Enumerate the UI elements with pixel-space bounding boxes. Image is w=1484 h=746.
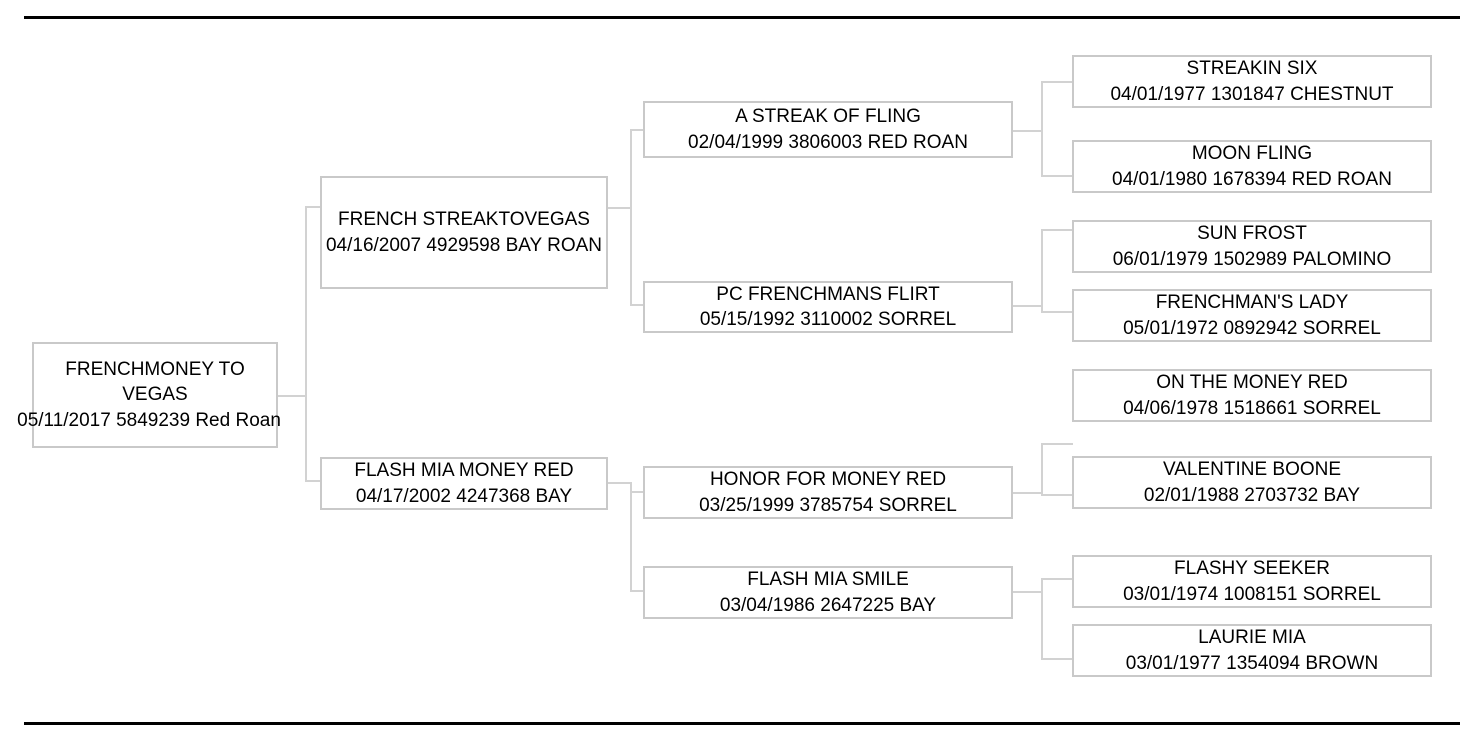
node-sire-sire-name: A STREAK OF FLING [735,106,921,128]
node-sire-dam-name: PC FRENCHMANS FLIRT [716,283,940,305]
connector-sire-bar-lower [630,207,632,306]
node-subject-detail: 05/11/2017 5849239 Red Roan [17,409,281,431]
node-dam-dam-sire-detail: 03/01/1974 1008151 SORREL [1123,583,1381,605]
connector-to-dam-sire [630,491,644,493]
node-sire-sire-dam-name: MOON FLING [1191,143,1313,165]
connector-sire-dam-bar-upper [1041,229,1043,306]
node-sire-detail: 04/16/2007 4929598 BAY ROAN [325,234,603,256]
node-dam-dam-name: FLASH MIA SMILE [747,569,909,591]
connector-sire-sire-bar-lower [1041,130,1043,177]
node-sire-dam-sire-detail: 06/01/1979 1502989 PALOMINO [1112,248,1392,270]
connector-dam-dam-stem [1013,591,1043,593]
connector-to-laurie-mia [1041,658,1073,660]
node-sire-dam-detail: 05/15/1992 3110002 SORREL [699,309,957,330]
node-dam-dam-dam-name: LAURIE MIA [1198,627,1306,649]
connector-dam-stem [608,482,632,484]
node-dam-dam-sire[interactable]: FLASHY SEEKER 03/01/1974 1008151 SORREL [1072,555,1432,608]
connector-to-frenchmans-lady [1041,311,1073,313]
node-sire-dam[interactable]: PC FRENCHMANS FLIRT 05/15/1992 3110002 S… [643,281,1013,333]
connector-to-moon-fling [1041,175,1073,177]
node-sire-sire[interactable]: A STREAK OF FLING 02/04/1999 3806003 RED… [643,101,1013,158]
node-dam-dam[interactable]: FLASH MIA SMILE 03/04/1986 2647225 BAY [643,566,1013,619]
node-dam-sire[interactable]: HONOR FOR MONEY RED 03/25/1999 3785754 S… [643,466,1013,519]
connector-dam-sire-stem [1013,492,1043,494]
node-dam-dam-detail: 03/04/1986 2647225 BAY [719,594,937,616]
connector-subject-stem [277,395,307,397]
node-dam-dam-sire-name: FLASHY SEEKER [1174,558,1330,580]
connector-subject-bar-upper [305,206,307,397]
node-dam[interactable]: FLASH MIA MONEY RED 04/17/2002 4247368 B… [320,457,608,510]
node-subject-name: FRENCHMONEY TO VEGAS [65,359,245,406]
connector-to-dam [305,480,321,482]
node-sire-sire-dam[interactable]: MOON FLING 04/01/1980 1678394 RED ROAN [1072,140,1432,193]
connector-dam-sire-bar-upper [1041,443,1043,493]
node-sire-sire-sire[interactable]: STREAKIN SIX 04/01/1977 1301847 CHESTNUT [1072,55,1432,108]
node-sire-dam-sire[interactable]: SUN FROST 06/01/1979 1502989 PALOMINO [1072,220,1432,273]
node-dam-dam-dam-detail: 03/01/1977 1354094 BROWN [1125,652,1379,674]
connector-sire-bar-upper [630,129,632,208]
connector-to-streakin-six [1041,81,1073,83]
node-sire-dam-dam[interactable]: FRENCHMAN'S LADY 05/01/1972 0892942 SORR… [1072,289,1432,342]
node-sire-sire-sire-name: STREAKIN SIX [1186,58,1318,80]
node-sire-dam-sire-name: SUN FROST [1197,223,1307,245]
node-sire-sire-detail: 02/04/1999 3806003 RED ROAN [688,131,968,153]
bottom-horizontal-rule [24,722,1460,725]
node-dam-sire-name: HONOR FOR MONEY RED [709,469,947,491]
connector-to-flashy-seeker [1041,578,1073,580]
node-sire-sire-sire-detail: 04/01/1977 1301847 CHESTNUT [1110,83,1394,105]
connector-sire-sire-bar-upper [1041,81,1043,131]
connector-subject-bar-lower [305,395,307,482]
node-dam-sire-sire-name: ON THE MONEY RED [1156,372,1348,394]
node-sire-dam-dam-detail: 05/01/1972 0892942 SORREL [1123,317,1381,339]
connector-dam-dam-bar-upper [1041,578,1043,592]
node-dam-sire-detail: 03/25/1999 3785754 SORREL [699,494,957,516]
connector-to-dam-dam [630,590,644,592]
connector-to-valentine-boone [1041,494,1073,496]
connector-to-sun-frost [1041,229,1073,231]
connector-to-sire-dam [630,304,644,306]
node-dam-sire-dam-name: VALENTINE BOONE [1162,459,1342,481]
node-dam-sire-sire-detail: 04/06/1978 1518661 SORREL [1123,397,1381,419]
node-subject[interactable]: FRENCHMONEY TO VEGAS 05/11/2017 5849239 … [17,342,281,448]
connector-dam-dam-bar-lower [1041,591,1043,660]
connector-to-sire [305,206,321,208]
node-dam-sire-sire[interactable]: ON THE MONEY RED 04/06/1978 1518661 SORR… [1072,369,1432,422]
connector-sire-dam-stem [1013,305,1043,307]
top-horizontal-rule [24,16,1460,19]
node-dam-sire-dam-detail: 02/01/1988 2703732 BAY [1143,484,1361,506]
node-sire-dam-dam-name: FRENCHMAN'S LADY [1155,292,1349,314]
connector-sire-stem [608,207,632,209]
node-sire-sire-dam-detail: 04/01/1980 1678394 RED ROAN [1112,168,1392,190]
node-dam-dam-dam[interactable]: LAURIE MIA 03/01/1977 1354094 BROWN [1072,624,1432,677]
connector-dam-bar-lower [630,482,632,592]
connector-sire-sire-stem [1013,130,1043,132]
node-dam-sire-dam[interactable]: VALENTINE BOONE 02/01/1988 2703732 BAY [1072,456,1432,509]
node-sire[interactable]: FRENCH STREAKTOVEGAS 04/16/2007 4929598 … [320,176,608,289]
connector-to-sire-sire [630,129,644,131]
connector-sire-dam-bar-lower [1041,305,1043,313]
node-sire-name: FRENCH STREAKTOVEGAS [338,209,590,231]
node-dam-name: FLASH MIA MONEY RED [354,460,574,482]
node-dam-detail: 04/17/2002 4247368 BAY [355,485,573,507]
connector-to-on-the-money-red [1041,443,1073,445]
